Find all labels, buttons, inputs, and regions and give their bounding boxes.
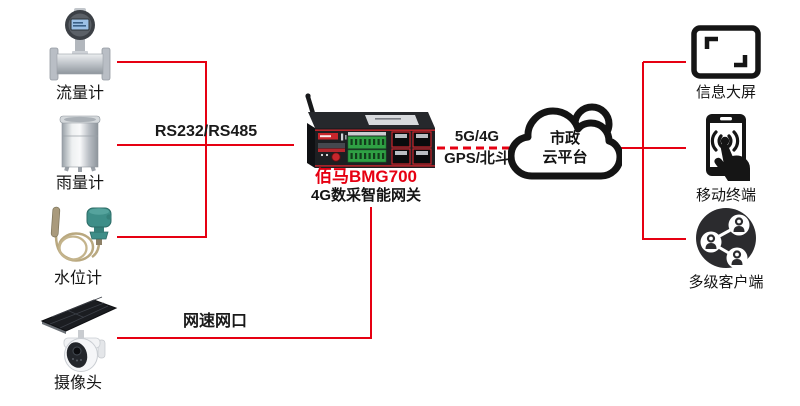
ethernet-link-label: 网速网口 bbox=[182, 313, 247, 330]
water-level-image bbox=[50, 206, 112, 262]
flow-meter-label: 流量计 bbox=[55, 85, 104, 102]
multi-client-icon bbox=[696, 208, 756, 269]
rain-gauge-image bbox=[59, 115, 101, 172]
camera-image bbox=[40, 296, 118, 372]
gnss-link-label: GPS/北斗 bbox=[444, 150, 510, 167]
multi-client-label: 多级客户端 bbox=[688, 274, 764, 291]
node-gateway: 佰马BMG700 4G数采智能网关 bbox=[291, 90, 441, 204]
node-water-level: 水位计 bbox=[36, 205, 120, 288]
cloud-label-line1: 市政 bbox=[549, 130, 580, 147]
serial-link-label: RS232/RS485 bbox=[154, 123, 258, 140]
cloud-label-line2: 云平台 bbox=[542, 149, 588, 166]
ethernet-ports bbox=[391, 131, 432, 165]
node-mobile-terminal: 移动终端 bbox=[684, 111, 768, 205]
flow-meter-image bbox=[49, 8, 111, 81]
water-level-label: 水位计 bbox=[53, 270, 102, 287]
node-cloud: 市政 云平台 bbox=[507, 94, 624, 186]
mobile-terminal-icon bbox=[706, 114, 750, 181]
info-screen-icon bbox=[691, 25, 761, 79]
node-info-screen: 信息大屏 bbox=[684, 24, 768, 102]
node-rain-gauge: 雨量计 bbox=[40, 112, 120, 193]
gateway-name-label: 4G数采智能网关 bbox=[310, 187, 421, 204]
cloud-icon bbox=[507, 103, 624, 180]
gateway-model-label: 佰马BMG700 bbox=[314, 167, 418, 186]
mobile-terminal-label: 移动终端 bbox=[695, 187, 756, 204]
camera-label: 摄像头 bbox=[53, 375, 102, 392]
node-flow-meter: 流量计 bbox=[40, 8, 120, 103]
gateway-image bbox=[305, 93, 435, 168]
cellular-link-label: 5G/4G bbox=[454, 128, 500, 145]
node-camera: 摄像头 bbox=[34, 296, 122, 393]
cloud-label: 市政 云平台 bbox=[508, 129, 622, 167]
rain-gauge-label: 雨量计 bbox=[55, 175, 104, 192]
node-multi-client: 多级客户端 bbox=[684, 206, 768, 292]
info-screen-label: 信息大屏 bbox=[695, 84, 756, 101]
